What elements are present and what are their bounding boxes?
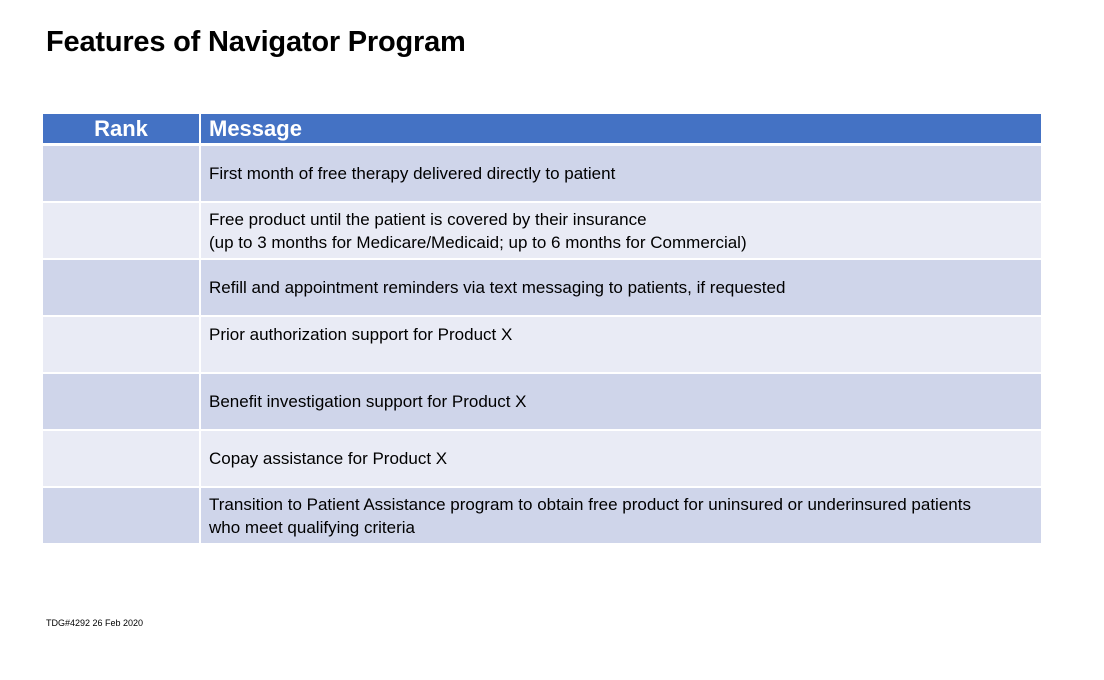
message-cell: Refill and appointment reminders via tex… [201, 260, 1041, 315]
message-cell: Prior authorization support for Product … [201, 317, 1041, 372]
table-row: Refill and appointment reminders via tex… [43, 260, 1041, 317]
rank-cell[interactable] [43, 374, 201, 429]
rank-cell[interactable] [43, 488, 201, 543]
message-cell: First month of free therapy delivered di… [201, 146, 1041, 201]
rank-cell[interactable] [43, 260, 201, 315]
rank-cell[interactable] [43, 431, 201, 486]
message-cell: Benefit investigation support for Produc… [201, 374, 1041, 429]
features-table: Rank Message First month of free therapy… [43, 114, 1041, 545]
table-row: Prior authorization support for Product … [43, 317, 1041, 374]
rank-cell[interactable] [43, 203, 201, 258]
footer-note: TDG#4292 26 Feb 2020 [46, 618, 144, 628]
page-title: Features of Navigator Program [46, 26, 466, 58]
message-line: Copay assistance for Product X [209, 449, 448, 468]
message-line: Transition to Patient Assistance program… [209, 494, 971, 514]
rank-column-header: Rank [43, 114, 201, 143]
table-row: Transition to Patient Assistance program… [43, 488, 1041, 545]
table-row: Copay assistance for Product X [43, 431, 1041, 488]
message-line: (up to 3 months for Medicare/Medicaid; u… [209, 232, 747, 252]
rank-cell[interactable] [43, 146, 201, 201]
message-line: who meet qualifying criteria [209, 517, 415, 537]
message-line: Free product until the patient is covere… [209, 209, 647, 229]
message-line: Prior authorization support for Product … [209, 325, 513, 344]
table-header-row: Rank Message [43, 114, 1041, 146]
message-cell: Free product until the patient is covere… [201, 203, 1041, 258]
table-row: Free product until the patient is covere… [43, 203, 1041, 260]
message-column-header: Message [209, 115, 302, 141]
message-line: Refill and appointment reminders via tex… [209, 278, 786, 297]
message-line: Benefit investigation support for Produc… [209, 392, 527, 411]
message-cell: Copay assistance for Product X [201, 431, 1041, 486]
message-line: First month of free therapy delivered di… [209, 164, 616, 183]
rank-cell[interactable] [43, 317, 201, 372]
message-cell: Transition to Patient Assistance program… [201, 488, 1041, 543]
table-row: Benefit investigation support for Produc… [43, 374, 1041, 431]
table-row: First month of free therapy delivered di… [43, 146, 1041, 203]
